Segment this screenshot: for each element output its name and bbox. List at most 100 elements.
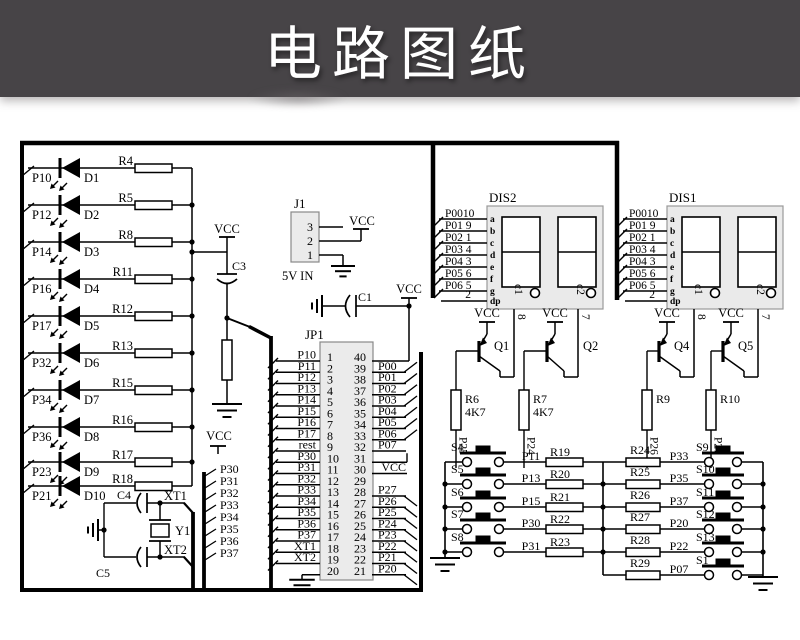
led-diode-label: D1: [84, 171, 99, 185]
jp1-pin-number: 33: [354, 429, 366, 443]
port-slash: [204, 468, 217, 477]
led-icon: [50, 306, 80, 339]
led-diode-label: D9: [84, 465, 99, 479]
segment-letter: d: [490, 251, 496, 261]
port-slash: [267, 515, 279, 526]
junction-dot: [189, 276, 195, 282]
resistor-value-label: 4K7: [465, 405, 486, 419]
junction-dot: [189, 202, 195, 208]
led-resistor-label: R18: [112, 472, 133, 486]
port-slash: [267, 481, 279, 493]
switch-label: S5: [451, 462, 464, 476]
display-pin-label: P04 3: [629, 256, 656, 268]
keypad-resistor-label: R28: [630, 533, 650, 547]
port-slash: [267, 368, 279, 380]
display-pin-label: P06 5: [445, 280, 472, 292]
segment-letter: b: [670, 227, 675, 237]
jp1-signal-label: P35: [297, 505, 316, 519]
wire: [546, 355, 565, 372]
led-resistor-label: R5: [118, 191, 133, 205]
led-resistor-label: R8: [118, 228, 133, 242]
display-pin-label: P0010: [629, 208, 659, 220]
display-pin-label: P03 4: [629, 244, 656, 256]
led-resistor-label: R13: [112, 339, 133, 353]
jp1-signal-label: P10: [297, 348, 316, 362]
jp1-pin-number: 4: [327, 384, 333, 398]
jp1-signal-label: P30: [297, 449, 316, 463]
resistor-icon: [134, 385, 173, 396]
led-icon: [50, 232, 80, 265]
wire: [226, 317, 251, 328]
display-pin-label: P05 6: [629, 268, 656, 280]
led-port-label: P34: [32, 393, 52, 407]
port-slash: [204, 504, 217, 513]
jp1-pin-number: 19: [327, 553, 339, 567]
led-icon: [50, 452, 80, 485]
port-slash: [403, 429, 418, 441]
p3-bus-label: P35: [220, 522, 239, 536]
xt1-label: XT1: [164, 489, 187, 503]
resistor-icon: [134, 311, 173, 322]
segment-letter: f: [670, 275, 674, 285]
jp1-pin-number: 36: [354, 395, 366, 409]
page-title: 电路图纸: [263, 21, 536, 87]
segment-letter: a: [670, 215, 675, 225]
common-pin-number: 7: [579, 314, 591, 320]
led-resistor-label: R15: [112, 376, 133, 390]
vcc-label: VCC: [542, 306, 568, 320]
capacitor-label: C1: [358, 290, 372, 304]
bus-lead: [183, 502, 194, 514]
keypad-port-label: P13: [522, 471, 541, 485]
keypad-resistor-label: R20: [550, 467, 570, 481]
resistor-icon: [134, 163, 173, 174]
switch-label: S4: [451, 440, 464, 454]
led-diode-label: D7: [84, 393, 99, 407]
resistor-icon: [134, 274, 173, 285]
segment-letter: c: [490, 239, 494, 249]
j1-pin-number: 1: [307, 248, 313, 262]
display-pin-label: P02 1: [629, 232, 656, 244]
port-slash: [267, 425, 279, 436]
port-slash: [403, 562, 418, 575]
vcc-label: VCC: [349, 214, 375, 228]
junction-dot: [600, 549, 606, 555]
switch-label: S12: [696, 507, 715, 521]
port-slash: [403, 506, 418, 518]
ground-icon: [212, 403, 242, 418]
jp1-signal-label: P15: [297, 404, 316, 418]
port-slash: [267, 436, 279, 448]
ground-icon: [87, 519, 99, 541]
junction-dot: [760, 549, 766, 555]
display-name: DIS2: [489, 190, 516, 205]
jp1-pin-number: 40: [354, 350, 366, 364]
jp1-pin-number: 10: [327, 451, 339, 465]
p3-bus-label: P32: [220, 486, 239, 500]
resistor-icon: [134, 348, 173, 359]
jp1-pin-number: 24: [354, 530, 366, 544]
led-diode-label: D3: [84, 245, 99, 259]
switch-button: [475, 512, 491, 521]
switch-icon: [460, 512, 506, 535]
keypad-resistor-label: R23: [550, 535, 570, 549]
jp1-signal-label: P04: [378, 404, 397, 418]
junction-dot: [189, 387, 195, 393]
capacitor-label: C4: [117, 488, 131, 502]
switch-label: S8: [451, 530, 464, 544]
jp1-pin-number: 27: [354, 496, 366, 510]
jp1-signal-label: P37: [297, 528, 316, 542]
jp1-pin-number: 5: [327, 395, 333, 409]
port-slash: [204, 540, 217, 549]
vcc-label: VCC: [206, 429, 232, 443]
capacitor-icon: [216, 278, 238, 285]
wire: [722, 355, 745, 372]
jp1-pin-number: 18: [327, 541, 339, 555]
keypad-port-label: P37: [670, 494, 689, 508]
jp1-pin-number: 20: [327, 564, 339, 578]
jp1-pin-number: 35: [354, 406, 366, 420]
capacitor-icon: [344, 294, 351, 318]
port-slash: [403, 384, 418, 396]
jp1-signal-label: XT1: [294, 539, 316, 553]
port-slash: [267, 413, 279, 425]
port-slash: [267, 492, 279, 504]
common-pin-number: 7: [759, 314, 771, 320]
